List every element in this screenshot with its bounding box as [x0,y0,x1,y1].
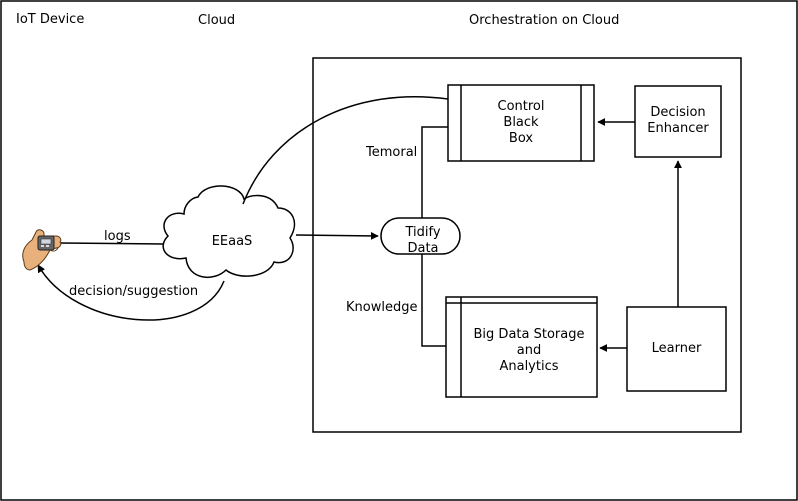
tidify-data-label: Tidify Data [381,225,465,257]
control-line-3: Box [508,131,534,146]
knowledge-edge-label: Knowledge [346,300,418,315]
enhancer-line-1: Decision [650,105,706,120]
decision-suggestion-edge-label: decision/suggestion [69,284,199,299]
big-data-storage-node [445,296,598,398]
storage-line-1: Big Data Storage [473,327,585,342]
control-black-box-label: Control Black Box [461,99,581,147]
tidify-data-line-2: Data [407,241,439,256]
temoral-edge-label: Temoral [366,145,418,160]
column-cloud: Cloud [198,13,236,28]
tidify-data-line-1: Tidify [405,225,441,240]
logs-connector [59,242,165,245]
control-black-box-node [447,84,595,162]
column-orchestration: Orchestration on Cloud [469,13,620,28]
eeaas-to-tidify-arrow [295,231,379,240]
decision-enhancer-label: Decision Enhancer [635,105,721,137]
enhancer-line-2: Enhancer [647,121,709,136]
eeaas-to-control-curve [242,95,449,205]
eeaas-cloud-node [162,185,296,278]
control-line-2: Black [503,115,539,130]
storage-line-3: Analytics [499,359,559,374]
decision-enhancer-node [634,85,722,158]
temoral-connector [421,126,448,218]
hand-holding-device-icon [22,229,62,271]
tidify-data-node [380,217,461,255]
knowledge-connector [421,254,446,347]
learner-node [626,306,727,392]
control-line-1: Control [497,99,545,114]
decision-suggestion-arrow [37,264,225,321]
big-data-storage-label: Big Data Storage and Analytics [461,327,597,375]
logs-edge-label: logs [104,229,131,244]
column-iot-device: IoT Device [16,12,85,27]
learner-label: Learner [651,341,702,356]
eeaas-label: EEaaS [211,234,253,249]
orchestration-container [312,57,742,433]
storage-line-2: and [516,343,542,358]
